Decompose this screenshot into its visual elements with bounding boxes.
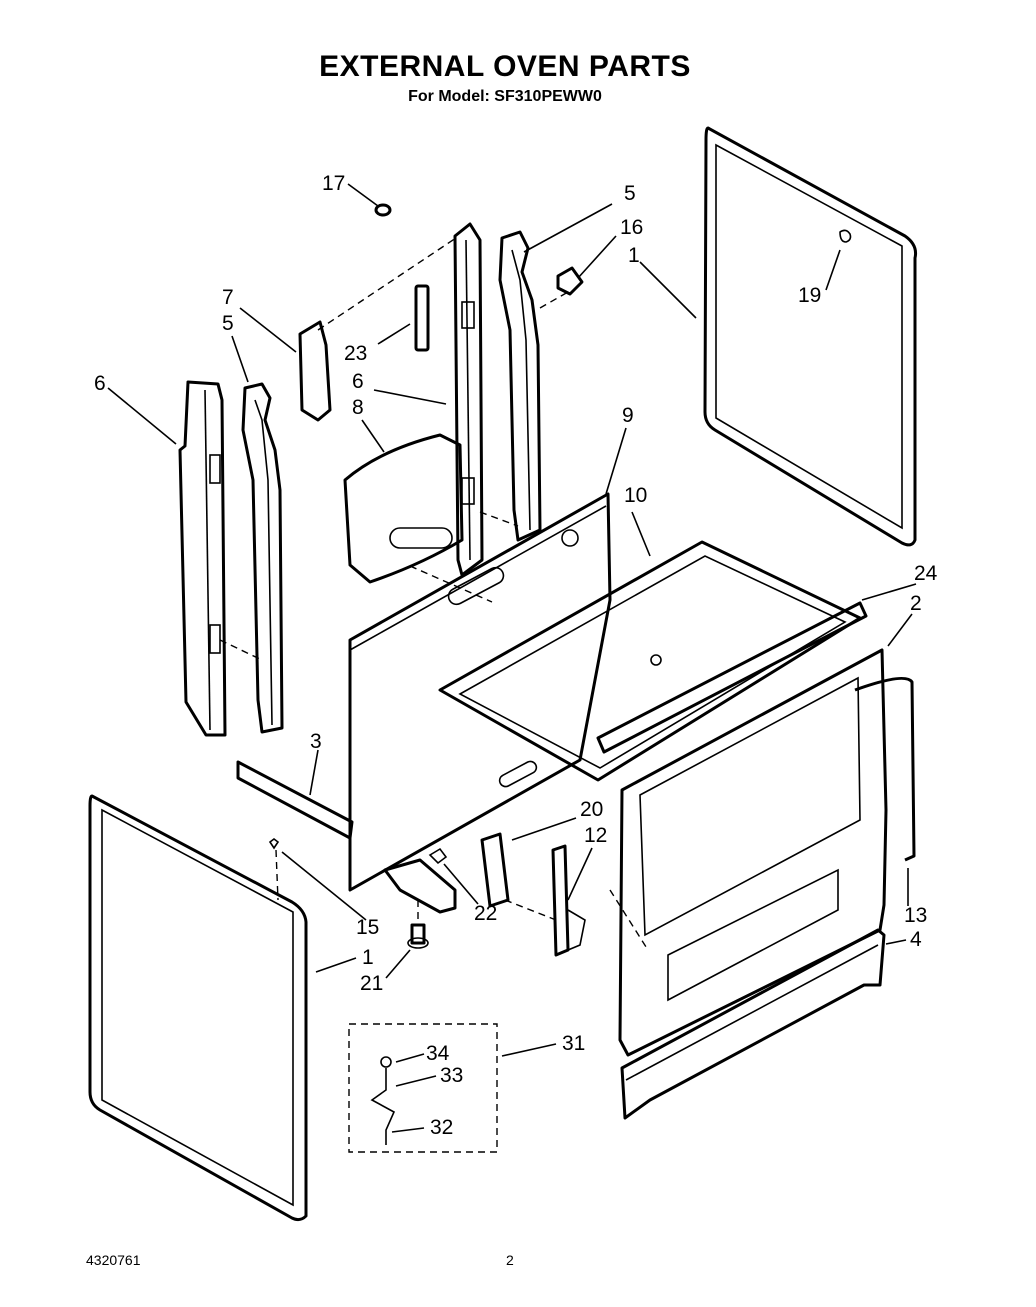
callout-20: 20 <box>580 798 603 821</box>
callout-32: 32 <box>430 1116 453 1139</box>
lower-bracket <box>383 847 457 914</box>
bottom-trim <box>620 928 886 1120</box>
callout-9: 9 <box>622 404 634 427</box>
page-number: 2 <box>506 1252 514 1268</box>
callout-6-left: 6 <box>94 372 106 395</box>
door-gasket <box>854 676 916 862</box>
leveling-leg <box>407 923 429 949</box>
callout-1-top: 1 <box>628 244 640 267</box>
bracket-rail-center <box>498 230 542 542</box>
small-strip <box>414 284 430 352</box>
callout-3: 3 <box>310 730 322 753</box>
side-rail-center <box>453 222 484 577</box>
callout-16: 16 <box>620 216 643 239</box>
callout-31: 31 <box>562 1032 585 1055</box>
callout-22: 22 <box>474 902 497 925</box>
front-strip <box>596 601 868 754</box>
callout-10: 10 <box>624 484 647 507</box>
document-number: 4320761 <box>86 1252 141 1268</box>
callout-24: 24 <box>914 562 938 585</box>
heat-shield <box>343 433 464 584</box>
callout-5-center: 5 <box>624 182 636 205</box>
small-screw <box>268 838 280 850</box>
page-title: EXTERNAL OVEN PARTS <box>319 50 691 83</box>
callout-5-left: 5 <box>222 312 234 335</box>
side-rail-left <box>178 380 227 737</box>
side-plate <box>480 832 510 908</box>
side-panel-right <box>703 126 917 547</box>
callout-4: 4 <box>910 928 922 951</box>
callout-12: 12 <box>584 824 607 847</box>
callout-2: 2 <box>910 592 922 615</box>
side-panel-left <box>88 794 308 1222</box>
back-panel <box>348 492 612 892</box>
assembly-lines <box>219 237 649 951</box>
callout-34: 34 <box>426 1042 450 1065</box>
knob-17 <box>374 203 392 217</box>
callout-6-center: 6 <box>352 370 364 393</box>
callout-8: 8 <box>352 396 364 419</box>
hinge-bar <box>551 844 586 957</box>
callout-13: 13 <box>904 904 927 927</box>
small-bracket <box>298 320 332 422</box>
kit-31-box <box>348 1023 498 1153</box>
callout-21: 21 <box>360 972 383 995</box>
callout-23: 23 <box>344 342 367 365</box>
bottom-rail <box>236 760 354 840</box>
model-subtitle: For Model: SF310PEWW0 <box>408 88 602 105</box>
callout-17: 17 <box>322 172 345 195</box>
bracket-rail-left <box>241 382 284 734</box>
front-frame <box>618 648 888 1057</box>
leader-lines <box>107 183 917 1133</box>
callout-33: 33 <box>440 1064 463 1087</box>
clip-16 <box>556 266 584 296</box>
callout-15: 15 <box>356 916 379 939</box>
callout-1-bottom: 1 <box>362 946 374 969</box>
callout-7: 7 <box>222 286 234 309</box>
callout-19: 19 <box>798 284 821 307</box>
